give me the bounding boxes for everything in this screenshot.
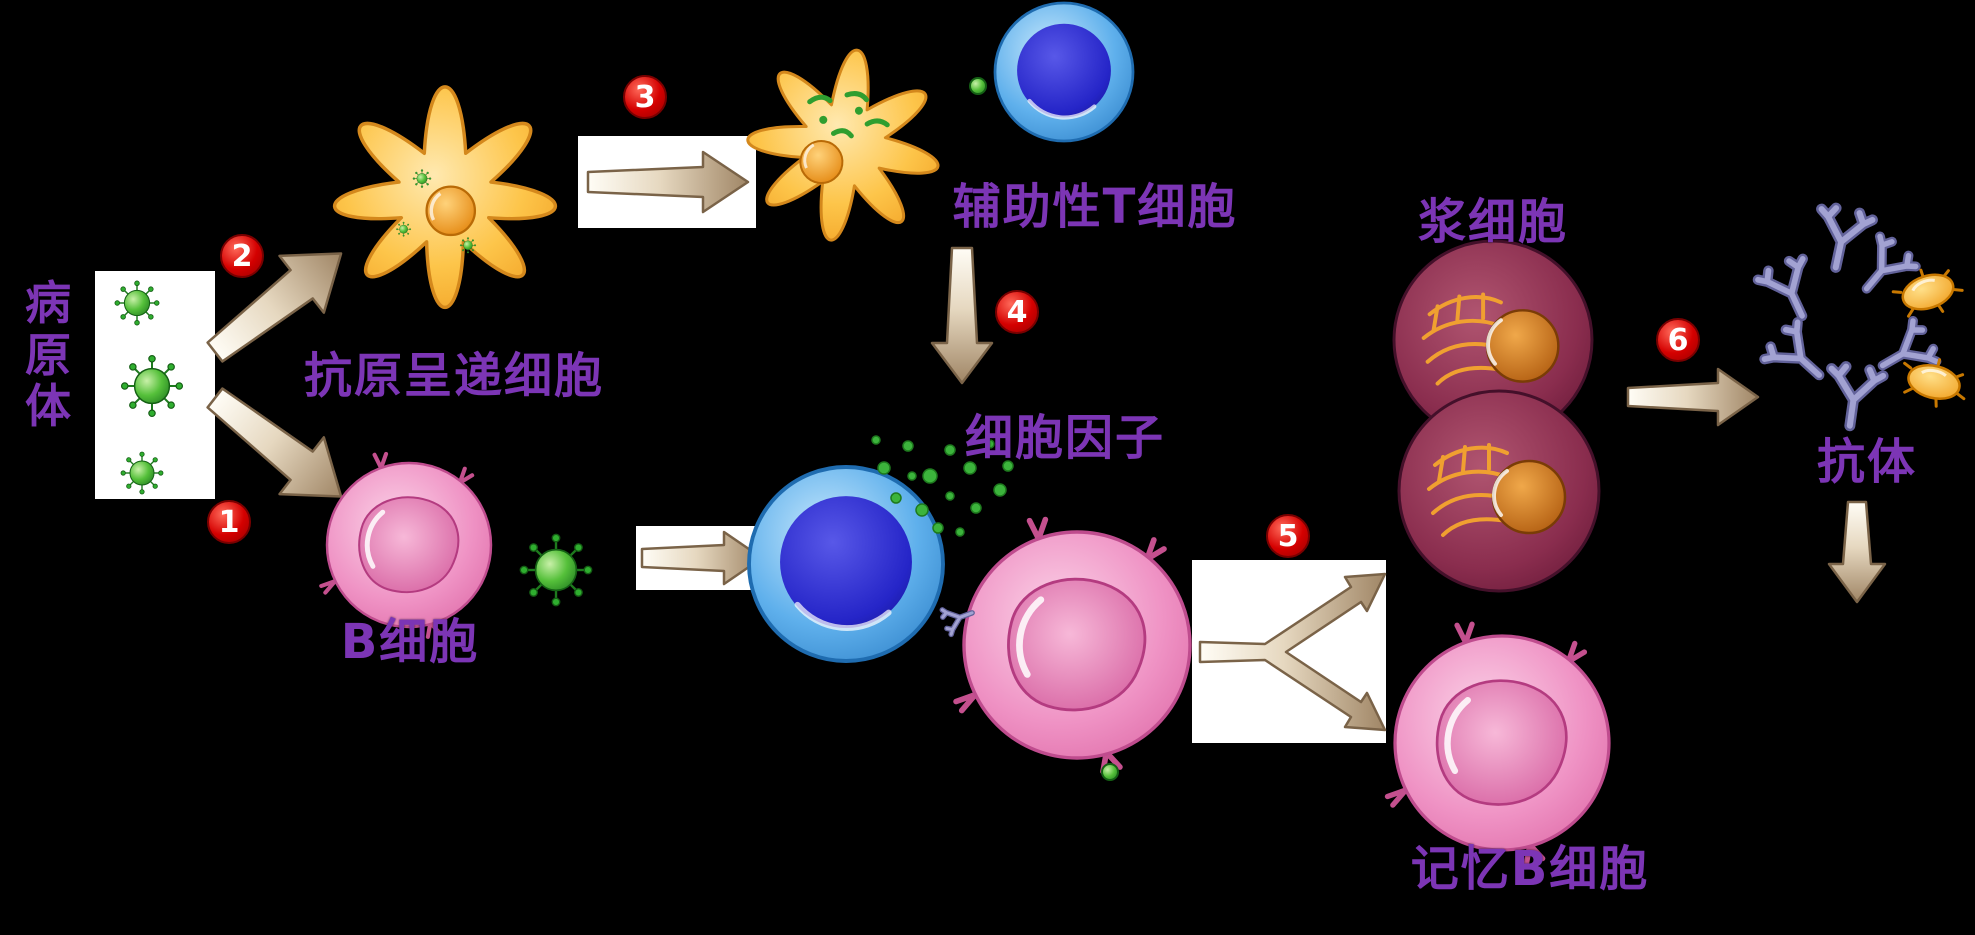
- flow-arrow-antigen-binding: [640, 530, 764, 586]
- antibody-label: 抗体: [1816, 434, 1917, 490]
- virus-icon: [114, 280, 160, 326]
- flow-arrow-step-6: [1626, 367, 1760, 427]
- antigen-fragments: [807, 91, 890, 139]
- b-cell-icon: [321, 454, 491, 637]
- activated-helper-t-cell-icon: [749, 467, 943, 661]
- step-1-badge: 1: [207, 500, 251, 544]
- activated-antigen-presenting-cell-icon: [734, 35, 954, 255]
- cytokines-label: 细胞因子: [964, 410, 1165, 466]
- step-3-badge: 3: [623, 75, 667, 119]
- antibody-cluster: [1756, 205, 1974, 430]
- flow-arrow-step-1: [206, 387, 343, 498]
- antibody-icon: [1824, 365, 1884, 430]
- memory-b-cell-icon: [1388, 624, 1609, 863]
- flow-arrow-step-4: [930, 246, 994, 385]
- helper-t-cell-icon: [995, 3, 1133, 141]
- activated-b-cell-icon: [956, 520, 1190, 772]
- plasma-cell-2-icon: [1397, 389, 1601, 593]
- antigen-presenting-cell-icon: [332, 85, 558, 310]
- antibody-icon: [1756, 255, 1824, 326]
- memory-b-cell-label: 记忆B细胞: [1410, 841, 1650, 897]
- virus-icon: [120, 354, 184, 418]
- helper-t-cell-label: 辅助性T细胞: [952, 179, 1238, 235]
- flow-arrow-step-3: [586, 150, 750, 214]
- b-cell-label: B细胞: [340, 614, 480, 670]
- antibody-icon: [1810, 205, 1873, 273]
- step-6-badge: 6: [1656, 318, 1700, 362]
- step-4-badge: 4: [995, 290, 1039, 334]
- antigen-dot-icon: [969, 77, 987, 95]
- bound-virus-icon: [519, 533, 593, 607]
- antigen-dot-icon: [1101, 763, 1119, 781]
- flow-arrow-step-5: [1198, 572, 1387, 732]
- antibody-icon: [1762, 320, 1836, 394]
- flow-arrow-step-2: [206, 252, 343, 363]
- flow-arrow-antibody-action: [1827, 500, 1887, 604]
- plasma-cell-label: 浆细胞: [1417, 194, 1568, 250]
- step-5-badge: 5: [1266, 514, 1310, 558]
- pathogen-label: 病原体: [25, 276, 71, 434]
- cytokine-dots: [871, 435, 1014, 537]
- virus-icon: [120, 451, 164, 495]
- step-2-badge: 2: [220, 234, 264, 278]
- antigen-presenting-cell-label: 抗原呈递细胞: [303, 348, 604, 404]
